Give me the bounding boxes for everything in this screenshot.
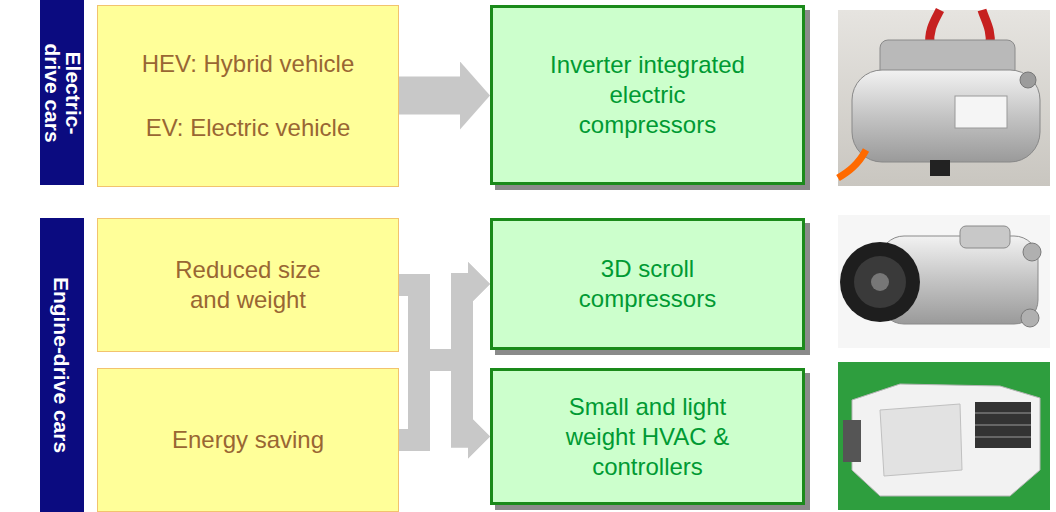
box-label: EV: Electric vehicle bbox=[146, 113, 351, 143]
hvac-unit bbox=[852, 384, 1040, 496]
box-label: Energy saving bbox=[172, 425, 324, 455]
requirement-box: Energy saving bbox=[97, 368, 399, 512]
product-box: 3D scroll compressors bbox=[490, 218, 805, 350]
block-arrow bbox=[399, 77, 460, 115]
photo-background bbox=[838, 362, 1050, 510]
compressor-body bbox=[852, 70, 1040, 162]
mounting-ear bbox=[1021, 309, 1039, 327]
block-arrow bbox=[399, 284, 468, 440]
pulley-face bbox=[854, 256, 906, 308]
product-label bbox=[955, 96, 1007, 128]
pulley-hub bbox=[871, 273, 889, 291]
category-band: Engine-drive cars bbox=[40, 218, 84, 512]
port-block bbox=[960, 226, 1010, 248]
hvac-case bbox=[880, 404, 962, 476]
product-box: Small and light weight HVAC & controller… bbox=[490, 368, 805, 505]
controller-module bbox=[843, 420, 861, 462]
photo-background bbox=[838, 215, 1050, 348]
hv-cable bbox=[838, 150, 866, 178]
blower-grille bbox=[975, 402, 1031, 448]
box-label: Small and light weight HVAC & controller… bbox=[543, 392, 753, 482]
box-label: Reduced size and weight bbox=[158, 255, 338, 315]
mounting-ear bbox=[1023, 243, 1041, 261]
connector bbox=[930, 160, 950, 176]
category-band: Electric-drive cars bbox=[40, 0, 84, 185]
mounting-ear bbox=[1020, 72, 1036, 88]
rotated-label: Electric-drive cars bbox=[40, 0, 84, 185]
block-arrow bbox=[399, 360, 468, 440]
requirement-box: Reduced size and weight bbox=[97, 218, 399, 352]
clutch-pulley bbox=[840, 242, 920, 322]
band-label: Electric-drive cars bbox=[41, 28, 83, 158]
product-box: Inverter integrated electric compressors bbox=[490, 5, 805, 185]
box-label: Inverter integrated electric compressors bbox=[543, 50, 753, 140]
band-label: Engine-drive cars bbox=[52, 277, 73, 453]
box-label: 3D scroll compressors bbox=[543, 254, 753, 314]
box-label: HEV: Hybrid vehicle bbox=[142, 49, 355, 79]
grille-lines bbox=[975, 413, 1031, 437]
rotated-label: Engine-drive cars bbox=[40, 218, 84, 512]
photo-background bbox=[838, 10, 1050, 186]
requirement-box: HEV: Hybrid vehicleEV: Electric vehicle bbox=[97, 5, 399, 187]
